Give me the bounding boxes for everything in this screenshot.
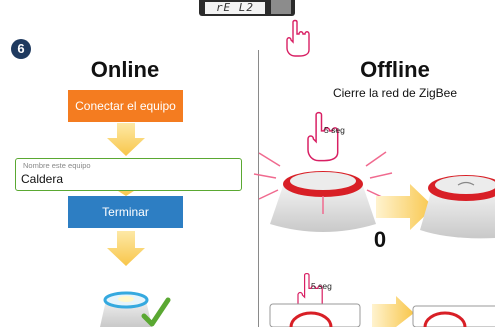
arrow-right-icon (372, 296, 414, 327)
offline-subtitle: Cierre la red de ZigBee (332, 86, 458, 100)
hand-pointer-icon (307, 111, 339, 162)
thermostat-device (269, 303, 361, 327)
hub-device-icon (100, 291, 152, 327)
lcd-side-button (271, 0, 291, 14)
step-number-badge: 6 (11, 39, 31, 59)
online-title: Online (90, 57, 160, 82)
lcd-screen-text: rE L2 (205, 2, 265, 14)
hub-device-icon (420, 175, 495, 239)
arrow-down-icon (107, 123, 145, 156)
hand-pointer-icon (286, 19, 310, 57)
check-icon (141, 297, 171, 327)
finish-button[interactable]: Terminar (68, 196, 183, 228)
arrow-right-icon (376, 184, 434, 230)
hub-device-icon (270, 171, 376, 232)
thermostat-device (412, 305, 495, 327)
press-duration-top: 5 seg (324, 125, 345, 135)
device-name-label: Nombre este equipo (23, 161, 91, 170)
lcd-display: rE L2 (199, 0, 295, 16)
connect-device-button[interactable]: Conectar el equipo (68, 90, 183, 122)
offline-title: Offline (360, 57, 430, 82)
device-name-value: Caldera (21, 172, 64, 186)
arrow-down-icon (107, 231, 145, 266)
device-name-field[interactable] (15, 158, 242, 191)
or-label: 0 (373, 227, 387, 252)
column-divider (258, 50, 259, 327)
press-duration-bottom: 5 seg (311, 281, 332, 291)
